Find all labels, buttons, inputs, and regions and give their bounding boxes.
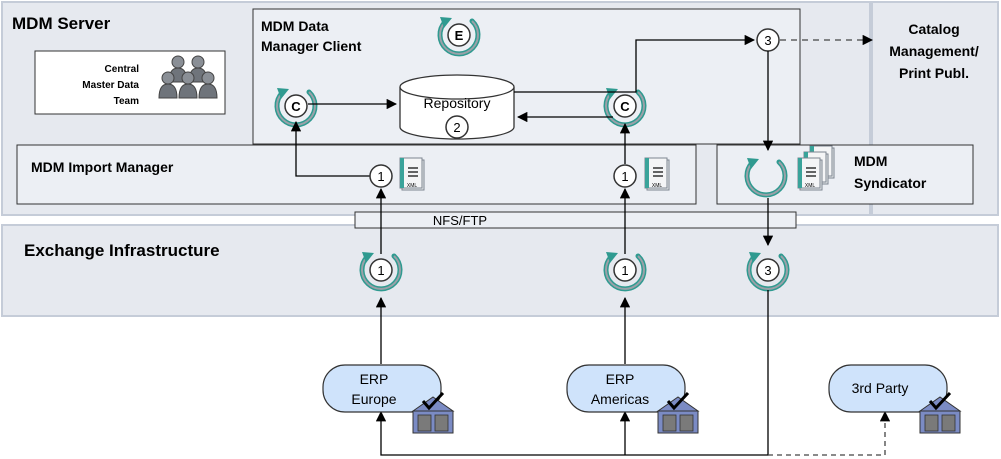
import-manager-label: MDM Import Manager (31, 159, 174, 175)
erp-americas-label-2: Americas (591, 391, 649, 407)
badge-import-1-left-text: 1 (377, 169, 384, 184)
syndicator-label-2: Syndicator (854, 175, 927, 191)
erp-americas-node (566, 364, 686, 413)
badge-e (447, 23, 471, 47)
client-label-1: MDM Data (261, 18, 329, 34)
erp-europe-node (322, 364, 442, 413)
syndicator-box (716, 144, 974, 205)
badge-xi-1-right (613, 258, 637, 282)
erp-americas-label-1: ERP (606, 371, 635, 387)
mdm-server-label: MDM Server (12, 14, 111, 33)
badge-xi-1-left-text: 1 (377, 263, 384, 278)
badge-c-right (613, 94, 637, 118)
import-manager-box (16, 144, 697, 205)
xml-caption-2: XML (652, 183, 663, 189)
syndicator-label-1: MDM (854, 153, 887, 169)
catalog-label-2: Management/ (889, 43, 979, 59)
exchange-zone (1, 224, 999, 317)
badge-c-left (284, 94, 308, 118)
team-label-3: Team (114, 96, 139, 107)
arrow-to-third-party (768, 410, 891, 456)
repository-label: Repository (424, 95, 491, 111)
arrow-import-to-c (290, 120, 370, 177)
client-label-2: Manager Client (261, 38, 362, 54)
catalog-label-3: Print Publ. (899, 65, 969, 81)
erp-europe-label-2: Europe (351, 391, 396, 407)
badge-c-right-text: C (620, 99, 630, 114)
badge-c-left-text: C (291, 99, 301, 114)
arrow-xi-3-to-erp-europe (375, 290, 769, 456)
badge-repository-2-text: 2 (453, 120, 460, 135)
badge-xi-3 (756, 258, 780, 282)
badge-xi-3-text: 3 (764, 263, 771, 278)
database-cylinder-icon (399, 74, 515, 140)
exchange-label: Exchange Infrastructure (24, 241, 220, 260)
badge-import-1-left (369, 164, 393, 188)
erp-europe-label-1: ERP (360, 371, 389, 387)
xml-caption-1: XML (407, 183, 418, 189)
nfs-ftp-bar (354, 211, 797, 229)
badge-3-top-text: 3 (764, 33, 771, 48)
third-party-node (828, 364, 948, 413)
nfs-ftp-label: NFS/FTP (433, 213, 487, 228)
team-label-1: Central (105, 64, 140, 75)
badge-import-1-right (613, 164, 637, 188)
catalog-label-1: Catalog (908, 21, 959, 37)
badge-xi-1-right-text: 1 (621, 263, 628, 278)
data-manager-client-box (252, 8, 801, 145)
xml-caption-3: XML (805, 183, 816, 189)
team-label-2: Master Data (82, 80, 139, 91)
badge-repository-2 (445, 115, 469, 139)
badge-xi-1-left (369, 258, 393, 282)
arrow-repo-to-3 (514, 34, 756, 93)
third-party-label: 3rd Party (852, 380, 909, 396)
badge-e-text: E (455, 28, 464, 43)
badge-import-1-right-text: 1 (621, 169, 628, 184)
